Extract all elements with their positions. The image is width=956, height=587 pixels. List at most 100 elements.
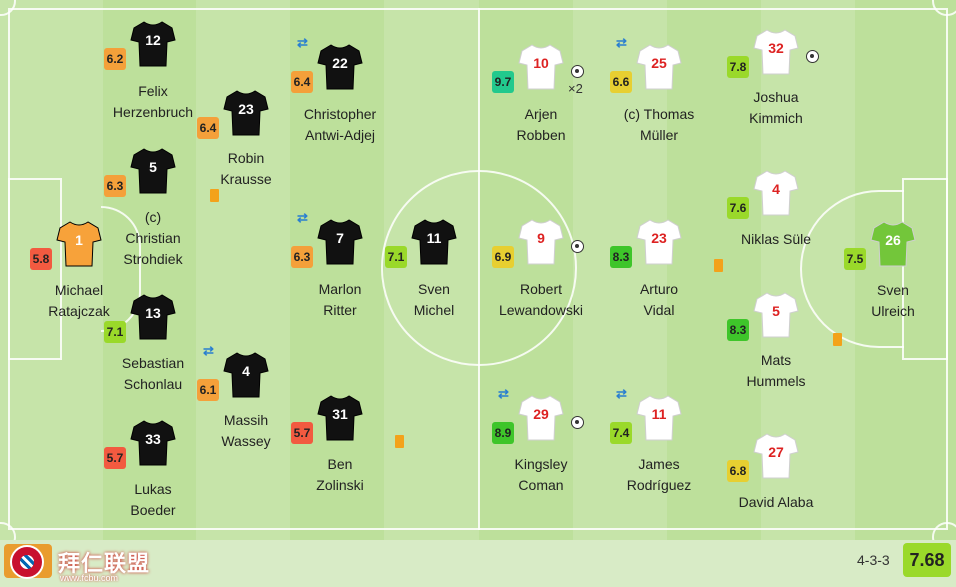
- goal-ball-icon: [571, 240, 584, 253]
- player-last-name: Lewandowski: [498, 302, 584, 318]
- player-number: 5: [149, 159, 157, 175]
- yellow-card-icon: [210, 189, 219, 202]
- player-rating-badge: 6.3: [104, 175, 126, 197]
- player-number: 12: [145, 32, 161, 48]
- player-last-name: Krausse: [220, 171, 272, 187]
- player-first-name: Christian: [125, 230, 181, 246]
- player-first-name: Robin: [227, 150, 265, 166]
- player-number: 27: [768, 444, 784, 460]
- player-last-name: Boeder: [130, 502, 176, 518]
- player-rating-badge: 7.1: [104, 321, 126, 343]
- player-first-name: Sven: [418, 281, 450, 297]
- player-rating-badge: 5.7: [291, 422, 313, 444]
- substitution-icon: ⇄: [498, 386, 509, 401]
- watermark-text: 拜仁联盟: [58, 551, 151, 577]
- player-rating-badge: 6.2: [104, 48, 126, 70]
- player-shirt-icon: 4: [223, 351, 269, 399]
- player-number: 23: [651, 230, 667, 246]
- player-number: 7: [336, 230, 344, 246]
- player-number: 13: [145, 305, 161, 321]
- pitch-stripe: [196, 0, 290, 540]
- player-first-name: Massih: [223, 412, 269, 428]
- player-number: 5: [772, 303, 780, 319]
- player-shirt-icon: 25: [636, 43, 682, 91]
- club-logo: [10, 545, 44, 579]
- substitution-icon: ⇄: [297, 210, 308, 225]
- player-rating-badge: 6.6: [610, 71, 632, 93]
- player-shirt-icon: 12: [130, 20, 176, 68]
- player-shirt-icon: 1: [56, 220, 102, 268]
- player-last-name: Strohdiek: [123, 251, 183, 267]
- player-first-name: Arturo: [639, 281, 679, 297]
- player-shirt-icon: 13: [130, 293, 176, 341]
- player-last-name: Ulreich: [871, 303, 915, 319]
- player-shirt-icon: 4: [753, 169, 799, 217]
- yellow-card-icon: [714, 259, 723, 272]
- player-rating-badge: 6.1: [197, 379, 219, 401]
- corner-arc: [932, 0, 956, 16]
- player-first-name: (c) Thomas: [623, 106, 695, 122]
- player-first-name: Michael: [54, 282, 104, 298]
- player-rating-badge: 8.9: [492, 422, 514, 444]
- corner-arc: [932, 522, 956, 540]
- player-last-name: Rodríguez: [626, 477, 692, 493]
- player-first-name: Joshua: [753, 89, 799, 105]
- player-last-name: Zolinski: [316, 477, 364, 493]
- player-last-name: Ratajczak: [48, 303, 110, 319]
- player-first-name: Arjen: [524, 106, 558, 122]
- player-shirt-icon: 29: [518, 394, 564, 442]
- player-number: 23: [238, 101, 254, 117]
- player-number: 29: [533, 406, 549, 422]
- player-shirt-icon: 11: [636, 394, 682, 442]
- player-first-name: Sebastian: [121, 355, 185, 371]
- player-rating-badge: 5.8: [30, 248, 52, 270]
- player-last-name: Wassey: [221, 433, 271, 449]
- player-rating-badge: 6.3: [291, 246, 313, 268]
- player-number: 11: [651, 406, 667, 422]
- crest-center-icon: [20, 555, 34, 569]
- corner-arc: [0, 522, 16, 540]
- player-last-name: Hummels: [746, 373, 806, 389]
- player-shirt-icon: 31: [317, 394, 363, 442]
- player-number: 1: [75, 232, 83, 248]
- player-rating-badge: 8.3: [610, 246, 632, 268]
- pitch-stripe: [0, 0, 103, 540]
- player-first-name: Christopher: [303, 106, 377, 122]
- player-last-name: Kimmich: [749, 110, 803, 126]
- player-rating-badge: 7.6: [727, 197, 749, 219]
- player-number: 26: [885, 232, 901, 248]
- player-first-name: Niklas Süle: [740, 231, 812, 247]
- player-number: 4: [772, 181, 780, 197]
- player-shirt-icon: 32: [753, 28, 799, 76]
- player-number: 9: [537, 230, 545, 246]
- player-rating-badge: 6.8: [727, 460, 749, 482]
- substitution-icon: ⇄: [616, 35, 627, 50]
- player-first-name: David Alaba: [738, 494, 814, 510]
- player-first-name: Robert: [519, 281, 563, 297]
- player-shirt-icon: 9: [518, 218, 564, 266]
- substitution-icon: ⇄: [616, 386, 627, 401]
- player-shirt-icon: 10: [518, 43, 564, 91]
- yellow-card-icon: [833, 333, 842, 346]
- player-shirt-icon: 26: [870, 220, 916, 268]
- player-rating-badge: 7.1: [385, 246, 407, 268]
- center-circle: [381, 170, 577, 366]
- player-last-name: Robben: [516, 127, 566, 143]
- player-first-name: James: [638, 456, 680, 472]
- player-shirt-icon: 23: [223, 89, 269, 137]
- player-last-name: Müller: [639, 127, 679, 143]
- player-rating-badge: 7.5: [844, 248, 866, 270]
- goal-ball-icon: [571, 65, 584, 78]
- player-shirt-icon: 11: [411, 218, 457, 266]
- player-first-name: Kingsley: [514, 456, 568, 472]
- player-shirt-icon: 5: [753, 291, 799, 339]
- goal-count: ×2: [568, 81, 583, 96]
- away-penalty-area: [902, 178, 948, 360]
- player-rating-badge: 7.4: [610, 422, 632, 444]
- player-last-name: Vidal: [643, 302, 675, 318]
- player-first-name: Ben: [327, 456, 353, 472]
- player-rating-badge: 6.4: [291, 71, 313, 93]
- player-rating-badge: 6.9: [492, 246, 514, 268]
- footer-bar: 4- 拜仁联盟 www.fcbu.com 4-3-3 7.68: [0, 540, 956, 587]
- player-rating-badge: 8.3: [727, 319, 749, 341]
